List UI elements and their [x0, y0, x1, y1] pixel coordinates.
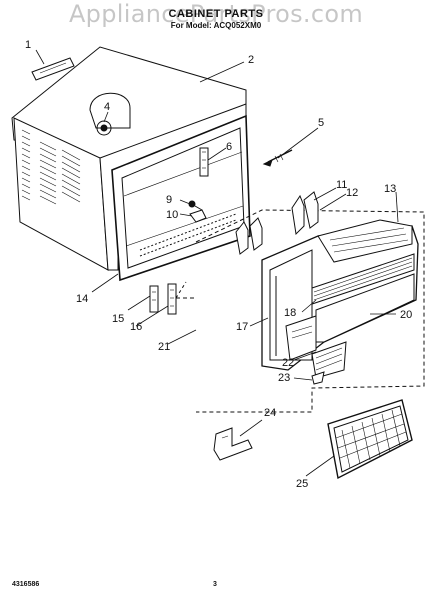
- filter-grille-part: [327, 399, 413, 480]
- page-number: 3: [213, 581, 217, 588]
- callout-labels: 1 2 4 5 6 9 10 11 12 13 14 15 16 17 18 2…: [25, 39, 412, 490]
- callout-14: 18: [284, 307, 296, 319]
- diagram-title: CABINET PARTS: [168, 8, 264, 20]
- callout-11: 23: [278, 372, 290, 384]
- diagram-subtitle: For Model: ACQ052XM0: [170, 21, 262, 30]
- callout-15: 13: [384, 183, 396, 195]
- bracket-part: [199, 147, 209, 177]
- callout-21: 9: [166, 194, 172, 206]
- assembly-group-outline: [195, 209, 425, 413]
- callout-5: 1: [25, 39, 31, 51]
- callout-20: 6: [226, 141, 232, 153]
- callout-17: 22: [282, 357, 294, 369]
- callout-13: 12: [346, 187, 358, 199]
- front-face-part: [285, 273, 415, 361]
- clip-part: [149, 285, 159, 313]
- clip-part-2: [167, 283, 177, 315]
- wire-bracket-part: [189, 209, 207, 223]
- callout-2: 21: [158, 341, 170, 353]
- tab-part: [311, 371, 325, 385]
- callout-6: 24: [264, 407, 276, 419]
- callout-9: 16: [130, 321, 142, 333]
- callout-1: 2: [248, 54, 254, 66]
- bracket-pair-lower: [235, 217, 263, 255]
- callout-25: 14: [76, 293, 88, 305]
- callout-16: 20: [400, 309, 412, 321]
- leader-lines: [35, 49, 399, 477]
- callout-18: 25: [296, 478, 308, 490]
- bracket-pair-upper: [291, 191, 319, 236]
- callout-12: 11: [336, 179, 347, 191]
- long-screw-part: [262, 149, 293, 167]
- louver-strip-part: [311, 253, 415, 305]
- callout-24: 15: [112, 313, 124, 325]
- louver-vents: [21, 129, 81, 205]
- watermark: AppliancePartsPros.com: [68, 0, 364, 28]
- callout-22: 10: [166, 209, 178, 221]
- louver-panel-part: [317, 219, 413, 263]
- mounting-bracket-part: [213, 427, 253, 461]
- label-plate-part: [31, 57, 75, 81]
- callout-23: 5: [318, 117, 324, 129]
- callout-10: 17: [236, 321, 248, 333]
- callout-4: 4: [104, 101, 110, 113]
- document-number: 4316586: [12, 581, 40, 588]
- front-frame-gasket-part: [111, 114, 251, 282]
- control-knob-part: [311, 341, 347, 379]
